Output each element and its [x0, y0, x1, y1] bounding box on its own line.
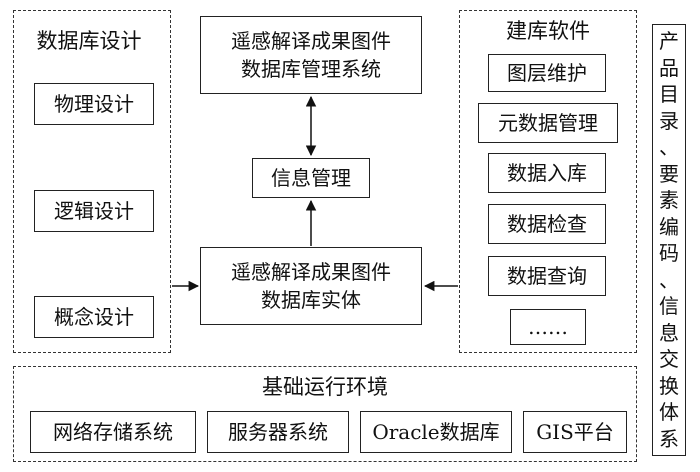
ellipsis-box: ……	[510, 309, 586, 345]
management-system-line1: 遥感解译成果图件	[231, 29, 391, 53]
database-design-title: 数据库设计	[36, 29, 142, 53]
side-char: 品	[659, 55, 679, 80]
management-system-line2: 数据库管理系统	[241, 57, 381, 81]
side-char: 素	[659, 188, 679, 213]
database-design-group	[13, 10, 171, 353]
data-check-box: 数据检查	[488, 204, 606, 244]
side-char: 信	[659, 294, 679, 319]
product-catalog-panel: 产 品 目 录 、 要 素 编 码 、 信 息 交 换 体 系	[652, 24, 686, 456]
physical-design-box: 物理设计	[34, 83, 154, 125]
metadata-management-box: 元数据管理	[478, 103, 618, 143]
management-system-box: 遥感解译成果图件 数据库管理系统	[200, 16, 422, 94]
layer-maintenance-box: 图层维护	[488, 54, 606, 92]
database-entity-line2: 数据库实体	[261, 288, 361, 312]
side-char: 息	[659, 320, 679, 345]
side-char: 、	[659, 135, 679, 160]
network-storage-box: 网络存储系统	[30, 411, 196, 453]
side-char: 要	[659, 161, 679, 186]
side-char: 、	[659, 267, 679, 292]
info-management-box: 信息管理	[252, 158, 370, 198]
gis-platform-box: GIS平台	[523, 411, 627, 453]
side-char: 体	[659, 400, 679, 425]
data-import-box: 数据入库	[488, 153, 606, 193]
database-entity-box: 遥感解译成果图件 数据库实体	[200, 247, 422, 325]
runtime-environment-title: 基础运行环境	[262, 375, 388, 399]
runtime-environment-group	[13, 366, 637, 462]
build-software-group	[459, 10, 637, 353]
data-query-box: 数据查询	[488, 256, 606, 296]
database-entity-line1: 遥感解译成果图件	[231, 260, 391, 284]
oracle-database-box: Oracle数据库	[360, 411, 512, 453]
build-software-title: 建库软件	[506, 19, 590, 43]
server-system-box: 服务器系统	[207, 411, 349, 453]
conceptual-design-box: 概念设计	[34, 296, 154, 338]
side-char: 交	[659, 347, 679, 372]
side-char: 产	[659, 29, 679, 53]
side-char: 录	[659, 108, 679, 133]
side-char: 码	[659, 241, 679, 266]
side-char: 系	[659, 426, 679, 451]
side-char: 换	[659, 373, 679, 398]
logical-design-box: 逻辑设计	[34, 190, 154, 232]
side-char: 编	[659, 214, 679, 239]
side-char: 目	[659, 82, 679, 107]
